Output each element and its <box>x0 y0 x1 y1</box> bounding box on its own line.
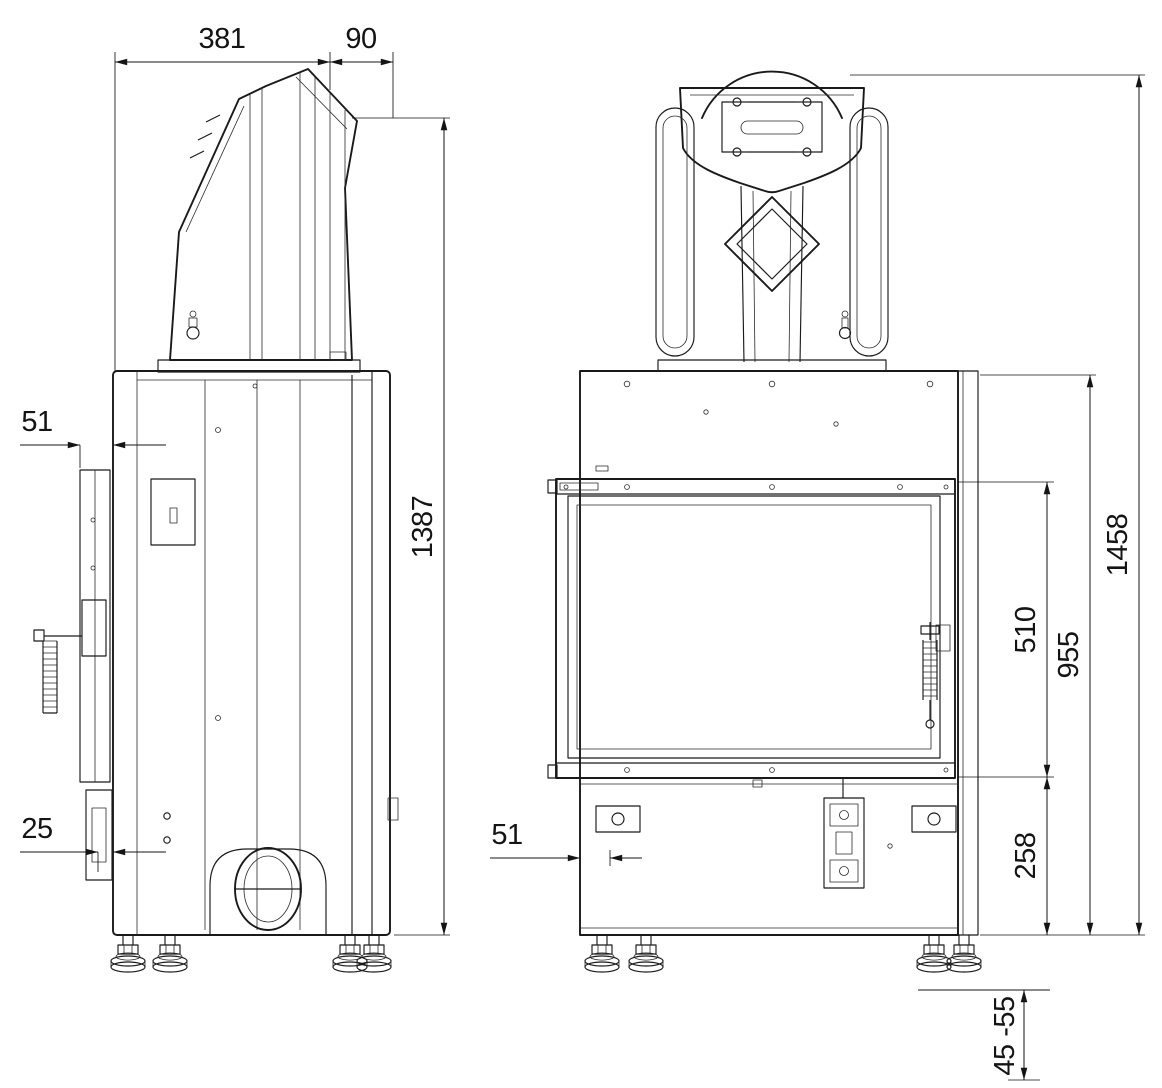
side-panel-strip <box>957 370 979 936</box>
bolt-icon <box>163 836 171 844</box>
bolt-icon <box>887 843 893 849</box>
left-wing <box>655 107 695 357</box>
dim-label-base-gap: 25 <box>21 813 52 845</box>
side-feet <box>110 934 392 973</box>
spring-coil-icon <box>43 640 57 708</box>
side-view <box>33 68 399 973</box>
bolt-icon <box>926 380 934 388</box>
leveling-foot <box>916 934 952 973</box>
bolt-icon <box>833 421 839 427</box>
bolt-icon <box>163 812 171 820</box>
flue-fitting-icon <box>186 326 200 340</box>
vent-bracket <box>911 805 957 833</box>
rear-bracket <box>387 797 399 821</box>
dim-side-flue-offset: 90 <box>330 23 394 118</box>
bolt-icon <box>943 767 949 773</box>
hinge <box>547 764 558 779</box>
dim-side-base-gap: 25 <box>20 813 166 872</box>
dim-label-total-height: 1458 <box>1102 514 1134 577</box>
bolt-icon <box>768 380 776 388</box>
hinge <box>547 479 558 494</box>
crown-base-plate <box>657 359 887 372</box>
bolt-icon <box>897 484 903 490</box>
bolt-icon <box>215 715 221 721</box>
side-body <box>112 370 399 936</box>
dimensions: 381 90 1387 51 25 <box>20 23 1145 1081</box>
latch-mechanism <box>823 797 865 889</box>
leveling-foot <box>584 934 620 973</box>
dim-label-feet-range: 45 -55 <box>989 996 1021 1075</box>
bolt-icon <box>943 484 949 490</box>
dim-label-front-gap: 51 <box>21 406 52 438</box>
bolt-icon <box>703 409 709 415</box>
front-handle-spring <box>920 622 951 729</box>
access-plate <box>721 101 823 153</box>
bolt-icon <box>563 484 569 490</box>
door-glass <box>576 504 932 750</box>
leveling-foot <box>628 934 664 973</box>
side-handle-spring <box>33 629 82 714</box>
dim-label-body-height: 955 <box>1053 632 1085 679</box>
bolt-icon <box>624 484 630 490</box>
leveling-foot <box>356 934 392 973</box>
dim-front-base-height: 258 <box>1010 777 1051 935</box>
dim-feet-adjust: 45 -55 <box>918 989 1050 1081</box>
dim-front-side-gap: 51 <box>490 819 642 866</box>
leveling-foot <box>946 934 982 973</box>
crown-fitting-icon <box>838 326 852 340</box>
side-flue-outlet <box>234 847 302 931</box>
leveling-foot <box>110 934 146 973</box>
rating-plate <box>150 478 196 546</box>
bolt-icon <box>769 484 775 490</box>
dim-side-front-gap: 51 <box>20 406 166 468</box>
lower-bracket <box>85 789 113 881</box>
dim-label-door-height: 510 <box>1010 607 1042 654</box>
base-arch <box>209 848 327 935</box>
neck-edges <box>740 185 804 363</box>
dim-label-base-height: 258 <box>1010 833 1042 880</box>
dim-front-body-height: 955 <box>980 374 1096 935</box>
leveling-foot <box>332 934 368 973</box>
right-wing <box>849 107 889 357</box>
dim-label-side-height: 1387 <box>407 496 439 559</box>
leveling-foot <box>152 934 188 973</box>
front-crown <box>655 70 889 372</box>
bolt-icon <box>215 427 221 433</box>
front-body <box>579 370 979 936</box>
dome-arc <box>701 70 843 119</box>
front-door <box>547 478 956 779</box>
front-base <box>580 778 958 929</box>
door-frame <box>555 478 956 779</box>
handle-knob <box>33 629 45 642</box>
side-flue-hood <box>157 68 361 373</box>
shield-panel <box>679 87 865 194</box>
bolt-icon <box>252 383 258 389</box>
dim-side-top-width: 381 <box>114 23 331 371</box>
dim-side-height: 1387 <box>352 117 450 936</box>
dim-label-top-width: 381 <box>199 23 246 55</box>
vent-bracket <box>595 805 641 833</box>
front-view <box>547 70 982 973</box>
bolt-icon <box>623 380 631 388</box>
side-door-panel <box>79 469 113 881</box>
diamond-ornament <box>724 196 820 292</box>
bolt-icon <box>624 767 630 773</box>
wing-nuts <box>727 97 817 157</box>
dim-front-total-height: 1458 <box>850 74 1145 936</box>
weld-marks <box>189 114 221 159</box>
plate-slot <box>740 120 804 135</box>
dim-label-flue-offset: 90 <box>345 23 376 55</box>
spring-coil-icon <box>923 641 937 697</box>
bolt-icon <box>769 767 775 773</box>
front-feet <box>584 934 982 973</box>
dim-label-side-gap: 51 <box>491 819 522 851</box>
dim-front-door-height: 510 <box>958 481 1054 778</box>
